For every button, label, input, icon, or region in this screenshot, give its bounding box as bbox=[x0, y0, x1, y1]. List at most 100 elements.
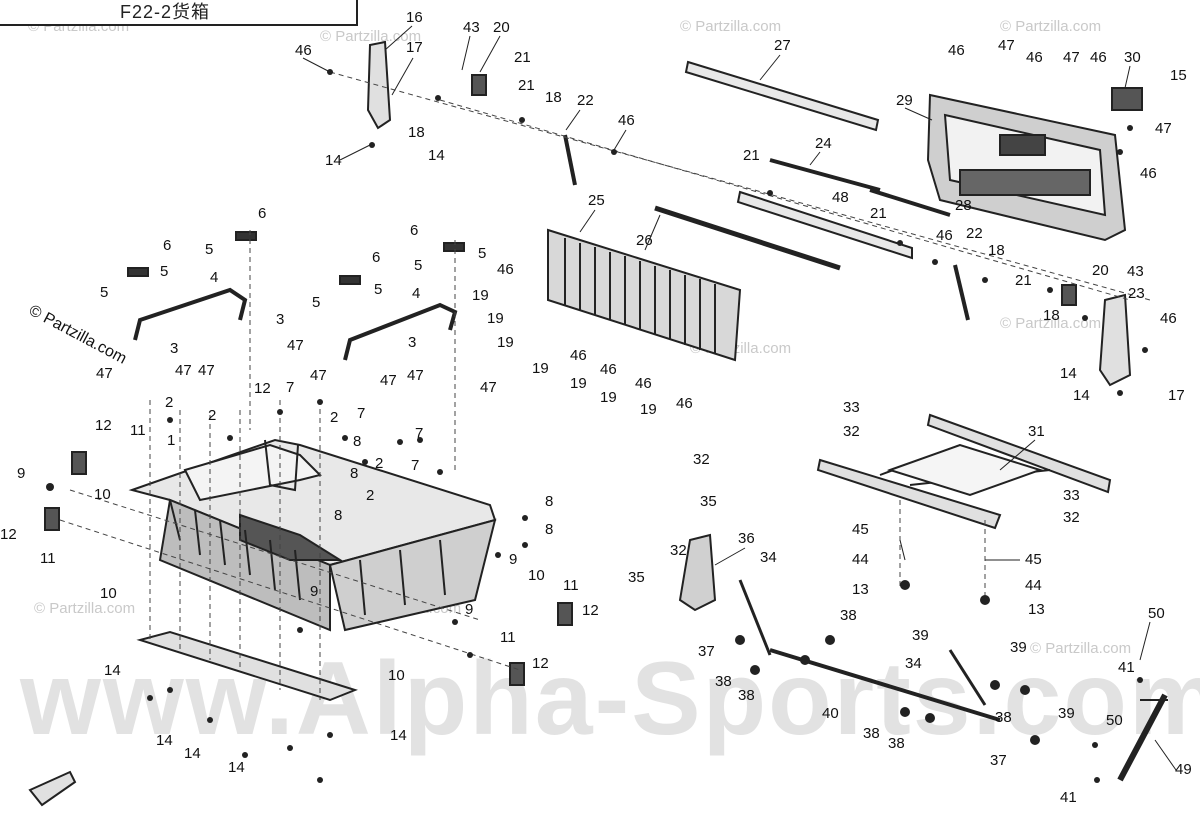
label-14: 14 bbox=[428, 147, 445, 164]
label-12: 12 bbox=[254, 380, 271, 397]
label-3: 3 bbox=[408, 334, 416, 351]
label-7: 7 bbox=[357, 405, 365, 422]
label-45: 45 bbox=[852, 521, 869, 538]
label-47: 47 bbox=[198, 362, 215, 379]
leader-lines bbox=[302, 25, 1177, 771]
latch-block bbox=[1111, 87, 1143, 111]
label-2: 2 bbox=[208, 407, 216, 424]
label-32: 32 bbox=[1063, 509, 1080, 526]
cargo-box bbox=[128, 438, 497, 632]
label-47: 47 bbox=[1063, 49, 1080, 66]
fasteners bbox=[46, 69, 1148, 783]
label-43: 43 bbox=[463, 19, 480, 36]
label-35: 35 bbox=[700, 493, 717, 510]
label-21: 21 bbox=[514, 49, 531, 66]
label-38: 38 bbox=[863, 725, 880, 742]
label-9: 9 bbox=[465, 601, 473, 618]
label-22: 22 bbox=[966, 225, 983, 242]
label-28: 28 bbox=[955, 197, 972, 214]
label-33: 33 bbox=[1063, 487, 1080, 504]
end-cap bbox=[509, 662, 525, 686]
watermark-site: © Partzilla.com bbox=[34, 600, 136, 617]
label-14: 14 bbox=[1060, 365, 1077, 382]
label-39: 39 bbox=[1058, 705, 1075, 722]
label-30: 30 bbox=[1124, 49, 1141, 66]
rod bbox=[869, 188, 951, 217]
label-8: 8 bbox=[353, 433, 361, 450]
watermark-site: © Partzilla.com bbox=[1000, 18, 1102, 35]
label-37: 37 bbox=[990, 752, 1007, 769]
label-21: 21 bbox=[743, 147, 760, 164]
label-2: 2 bbox=[375, 455, 383, 472]
label-20: 20 bbox=[1092, 262, 1109, 279]
label-41: 41 bbox=[1118, 659, 1135, 676]
hinge-block bbox=[1061, 284, 1077, 306]
bracket bbox=[1098, 293, 1132, 387]
label-8: 8 bbox=[545, 521, 553, 538]
label-32: 32 bbox=[693, 451, 710, 468]
label-19: 19 bbox=[532, 360, 549, 377]
label-23: 23 bbox=[1128, 285, 1145, 302]
end-cap bbox=[44, 507, 60, 531]
label-11: 11 bbox=[500, 629, 516, 646]
strut bbox=[1117, 693, 1168, 782]
label-37: 37 bbox=[698, 643, 715, 660]
label-3: 3 bbox=[170, 340, 178, 357]
label-36: 36 bbox=[738, 530, 755, 547]
rail-bar bbox=[684, 60, 880, 132]
label-19: 19 bbox=[640, 401, 657, 418]
label-21: 21 bbox=[870, 205, 887, 222]
watermark-site: © Partzilla.com bbox=[1000, 315, 1102, 332]
label-46: 46 bbox=[1026, 49, 1043, 66]
label-47: 47 bbox=[998, 37, 1015, 54]
rail-cap bbox=[235, 231, 257, 241]
rail-cap bbox=[127, 267, 149, 277]
label-11: 11 bbox=[130, 422, 146, 439]
watermark-site: © Partzilla.com bbox=[1030, 640, 1132, 657]
bracket bbox=[366, 40, 392, 130]
label-15: 15 bbox=[1170, 67, 1187, 84]
label-33: 33 bbox=[843, 399, 860, 416]
rear-panel bbox=[926, 93, 1127, 242]
label-9: 9 bbox=[17, 465, 25, 482]
label-19: 19 bbox=[570, 375, 587, 392]
label-21: 21 bbox=[518, 77, 535, 94]
label-39: 39 bbox=[912, 627, 929, 644]
label-3: 3 bbox=[276, 311, 284, 328]
label-38: 38 bbox=[995, 709, 1012, 726]
strut bbox=[563, 134, 577, 186]
label-4: 4 bbox=[210, 269, 218, 286]
watermark-site: © Partzilla.com bbox=[680, 18, 782, 35]
label-46: 46 bbox=[1090, 49, 1107, 66]
label-46: 46 bbox=[936, 227, 953, 244]
bottom-plate bbox=[136, 630, 358, 702]
label-9: 9 bbox=[509, 551, 517, 568]
label-46: 46 bbox=[1160, 310, 1177, 327]
tilt-actuator bbox=[678, 533, 717, 612]
label-47: 47 bbox=[1155, 120, 1172, 137]
label-47: 47 bbox=[380, 372, 397, 389]
rod bbox=[738, 579, 772, 656]
label-6: 6 bbox=[163, 237, 171, 254]
side-rail bbox=[133, 287, 248, 341]
label-1: 1 bbox=[167, 432, 175, 449]
label-35: 35 bbox=[628, 569, 645, 586]
label-39: 39 bbox=[1010, 639, 1027, 656]
label-46: 46 bbox=[600, 361, 617, 378]
label-47: 47 bbox=[287, 337, 304, 354]
label-11: 11 bbox=[40, 550, 56, 567]
label-14: 14 bbox=[184, 745, 201, 762]
label-10: 10 bbox=[528, 567, 545, 584]
label-34: 34 bbox=[905, 655, 922, 672]
label-7: 7 bbox=[411, 457, 419, 474]
label-46: 46 bbox=[295, 42, 312, 59]
label-31: 31 bbox=[1028, 423, 1045, 440]
label-46: 46 bbox=[618, 112, 635, 129]
label-17: 17 bbox=[1168, 387, 1185, 404]
label-22: 22 bbox=[577, 92, 594, 109]
label-5: 5 bbox=[160, 263, 168, 280]
label-19: 19 bbox=[600, 389, 617, 406]
tailgate bbox=[547, 228, 742, 362]
label-38: 38 bbox=[738, 687, 755, 704]
label-14: 14 bbox=[228, 759, 245, 776]
